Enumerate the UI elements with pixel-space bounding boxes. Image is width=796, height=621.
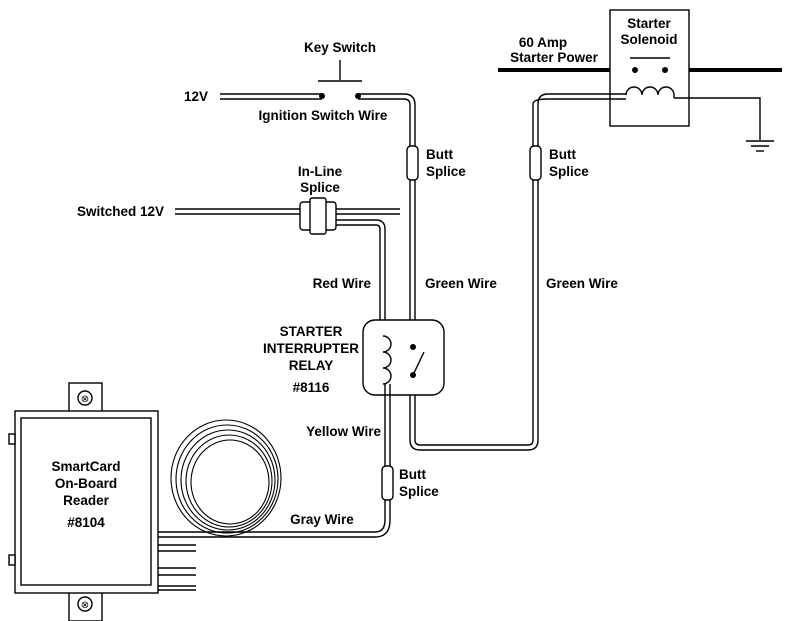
inline-splice-label-2: Splice bbox=[300, 180, 340, 195]
relay-label-1: STARTER bbox=[280, 324, 343, 339]
red-wire-label: Red Wire bbox=[313, 276, 372, 291]
starter-power-label-2: Starter Power bbox=[510, 50, 599, 65]
starter-power-label-1: 60 Amp bbox=[519, 35, 567, 50]
svg-text:⊗: ⊗ bbox=[81, 394, 89, 405]
inline-splice-label-1: In-Line bbox=[298, 164, 343, 179]
switched-12v-wire bbox=[175, 208, 400, 345]
relay-label-2: INTERRUPTER bbox=[263, 341, 359, 356]
key-switch-label: Key Switch bbox=[304, 40, 376, 55]
svg-text:⊗: ⊗ bbox=[81, 600, 89, 611]
green-wire-solenoid bbox=[409, 93, 626, 451]
green-wire-label-2: Green Wire bbox=[546, 276, 618, 291]
green-wire-label-1: Green Wire bbox=[425, 276, 497, 291]
relay-coil bbox=[382, 335, 392, 385]
12v-label: 12V bbox=[184, 89, 208, 104]
butt-splice-2-label-1: Butt bbox=[549, 147, 576, 162]
yellow-gray-wire bbox=[158, 384, 391, 538]
solenoid-coil bbox=[625, 86, 675, 98]
butt-splice-2-label-2: Splice bbox=[549, 164, 589, 179]
butt-splice-1-label-2: Splice bbox=[426, 164, 466, 179]
smartcard-reader: ⊗ ⊗ bbox=[8, 382, 196, 621]
butt-splice-3 bbox=[381, 465, 394, 501]
gray-wire-label: Gray Wire bbox=[290, 512, 354, 527]
relay-switch bbox=[410, 344, 425, 378]
butt-splice-1-label-1: Butt bbox=[426, 147, 453, 162]
yellow-wire-label: Yellow Wire bbox=[306, 424, 381, 439]
solenoid-contacts bbox=[630, 57, 670, 73]
solenoid-label-1: Starter bbox=[627, 16, 671, 31]
inline-splice bbox=[299, 197, 337, 235]
relay-label-3: RELAY bbox=[289, 358, 334, 373]
reader-label-4: #8104 bbox=[67, 515, 105, 530]
starter-solenoid-box bbox=[609, 9, 690, 127]
butt-splice-3-label-2: Splice bbox=[399, 484, 439, 499]
ignition-wire-label: Ignition Switch Wire bbox=[259, 108, 388, 123]
relay-label-4: #8116 bbox=[293, 380, 330, 395]
switched-12v-label: Switched 12V bbox=[77, 204, 164, 219]
coiled-cable bbox=[170, 419, 282, 537]
butt-splice-2 bbox=[529, 145, 542, 181]
ground-wire bbox=[674, 97, 774, 152]
starter-interrupter-relay bbox=[362, 319, 445, 396]
reader-label-2: On-Board bbox=[55, 476, 117, 491]
key-switch bbox=[318, 60, 362, 99]
ignition-switch-wire bbox=[220, 93, 416, 368]
solenoid-label-2: Solenoid bbox=[621, 32, 678, 47]
reader-label-1: SmartCard bbox=[51, 459, 120, 474]
butt-splice-1 bbox=[406, 145, 419, 181]
butt-splice-3-label-1: Butt bbox=[399, 467, 426, 482]
reader-label-3: Reader bbox=[63, 493, 110, 508]
